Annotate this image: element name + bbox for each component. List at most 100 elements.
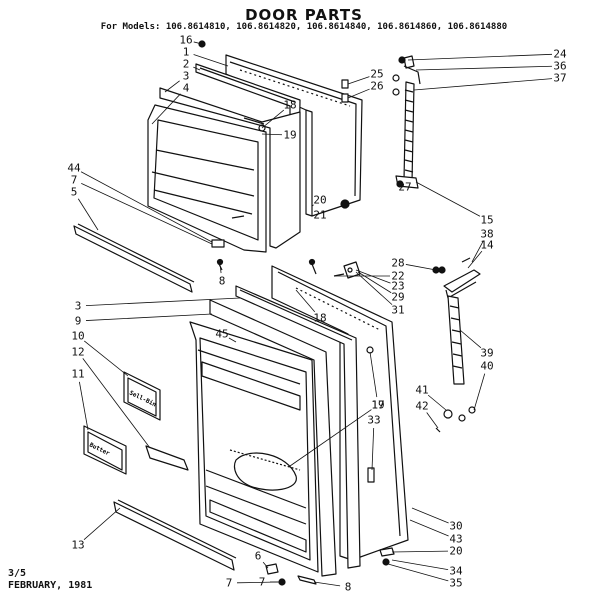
callout-5: 5 xyxy=(70,185,78,199)
callout-26: 26 xyxy=(370,79,384,93)
callout-19: 19 xyxy=(371,398,385,412)
callout-7: 7 xyxy=(258,575,266,589)
callout-40: 40 xyxy=(480,359,494,373)
leader-line-28 xyxy=(405,264,437,271)
leader-lines xyxy=(77,41,553,587)
leader-line-25 xyxy=(347,76,370,85)
freezer-door-liner xyxy=(147,87,301,253)
leader-line-23 xyxy=(355,269,391,284)
leader-line-6 xyxy=(262,561,269,569)
callout-37: 37 xyxy=(553,71,567,85)
leader-line-11 xyxy=(79,381,89,431)
callout-34: 34 xyxy=(449,564,463,578)
callout-42: 42 xyxy=(415,399,429,413)
leader-line-27 xyxy=(399,181,403,185)
leader-line-45 xyxy=(228,337,237,343)
callout-13: 13 xyxy=(71,538,85,552)
callout-3: 3 xyxy=(182,69,190,83)
upper-hinge xyxy=(395,55,421,189)
callout-21: 21 xyxy=(313,208,327,222)
leader-line-8 xyxy=(313,581,341,587)
fresh-food-door-outer-panel xyxy=(271,265,409,561)
leader-line-1 xyxy=(193,54,229,67)
callout-17: 17 xyxy=(371,398,385,412)
page-title: DOOR PARTS xyxy=(245,6,363,24)
lower-hinge xyxy=(435,295,476,433)
callout-30: 30 xyxy=(449,519,463,533)
callout-8: 8 xyxy=(218,274,226,288)
callout-33: 33 xyxy=(367,413,381,427)
middle-hinge xyxy=(438,257,481,299)
callout-27: 27 xyxy=(398,180,412,194)
callout-7: 7 xyxy=(70,173,78,187)
leader-line-39 xyxy=(459,329,482,349)
leader-line-18 xyxy=(295,289,316,313)
callout-18: 18 xyxy=(313,311,327,325)
leader-line-8 xyxy=(219,263,222,274)
freezer-shelf-rail xyxy=(73,223,195,293)
leader-line-14 xyxy=(467,250,483,269)
leader-line-19 xyxy=(261,133,283,136)
sell-bin-door xyxy=(123,371,161,421)
callout-4: 4 xyxy=(182,81,190,95)
callout-38: 38 xyxy=(480,227,494,241)
leader-line-20 xyxy=(311,204,314,207)
leader-line-13 xyxy=(83,507,121,541)
callout-45: 45 xyxy=(215,327,229,341)
callout-7: 7 xyxy=(225,576,233,590)
callout-19: 19 xyxy=(283,128,297,142)
leader-line-41 xyxy=(427,394,447,411)
callout-9: 9 xyxy=(74,314,82,328)
leader-line-20 xyxy=(391,550,449,553)
callout-23: 23 xyxy=(391,279,405,293)
callout-24: 24 xyxy=(553,47,567,61)
issue-date: FEBRUARY, 1981 xyxy=(8,580,93,591)
callout-12: 12 xyxy=(71,345,85,359)
page-code: 3/5 xyxy=(8,568,27,579)
fresh-food-shelf-rail xyxy=(113,499,237,571)
callout-25: 25 xyxy=(370,67,384,81)
leader-line-38 xyxy=(471,240,484,263)
callout-8: 8 xyxy=(344,580,352,594)
leader-line-3 xyxy=(164,80,180,93)
callout-14: 14 xyxy=(480,238,494,252)
callout-20: 20 xyxy=(449,544,463,558)
callout-2: 2 xyxy=(182,57,190,71)
leader-line-33 xyxy=(371,427,375,471)
butter-door xyxy=(83,425,127,475)
leader-line-34 xyxy=(391,559,449,571)
leader-line-15 xyxy=(415,181,481,217)
callout-31: 31 xyxy=(391,303,405,317)
callout-22: 22 xyxy=(391,269,405,283)
leader-line-24 xyxy=(407,53,553,61)
leader-line-18 xyxy=(261,109,285,129)
leader-line-10 xyxy=(83,340,129,377)
leader-line-29 xyxy=(357,271,392,294)
callout-41: 41 xyxy=(415,383,429,397)
leader-line-35 xyxy=(387,563,449,582)
leader-line-37 xyxy=(413,78,553,91)
leader-line-3 xyxy=(85,297,241,307)
leader-line-30 xyxy=(411,507,449,524)
callout-10: 10 xyxy=(71,329,85,343)
fresh-food-door-gasket xyxy=(235,285,361,569)
callout-6: 6 xyxy=(254,549,262,563)
freezer-door-outer-panel xyxy=(225,54,363,217)
callout-43: 43 xyxy=(449,532,463,546)
leader-line-43 xyxy=(409,519,449,537)
leader-line-36 xyxy=(415,65,553,71)
callout-35: 35 xyxy=(449,576,463,590)
model-list: For Models: 106.8614810, 106.8614820, 10… xyxy=(100,22,508,32)
leader-line-12 xyxy=(82,358,151,449)
callout-36: 36 xyxy=(553,59,567,73)
leader-line-16 xyxy=(193,41,203,45)
callout-3: 3 xyxy=(74,299,82,313)
leader-line-4 xyxy=(151,93,181,125)
leader-line-44 xyxy=(80,171,213,243)
leader-line-7 xyxy=(81,183,213,245)
leader-line-9 xyxy=(85,313,213,321)
leader-line-31 xyxy=(355,271,393,305)
callout-29: 29 xyxy=(391,290,405,304)
callout-1: 1 xyxy=(182,45,190,59)
